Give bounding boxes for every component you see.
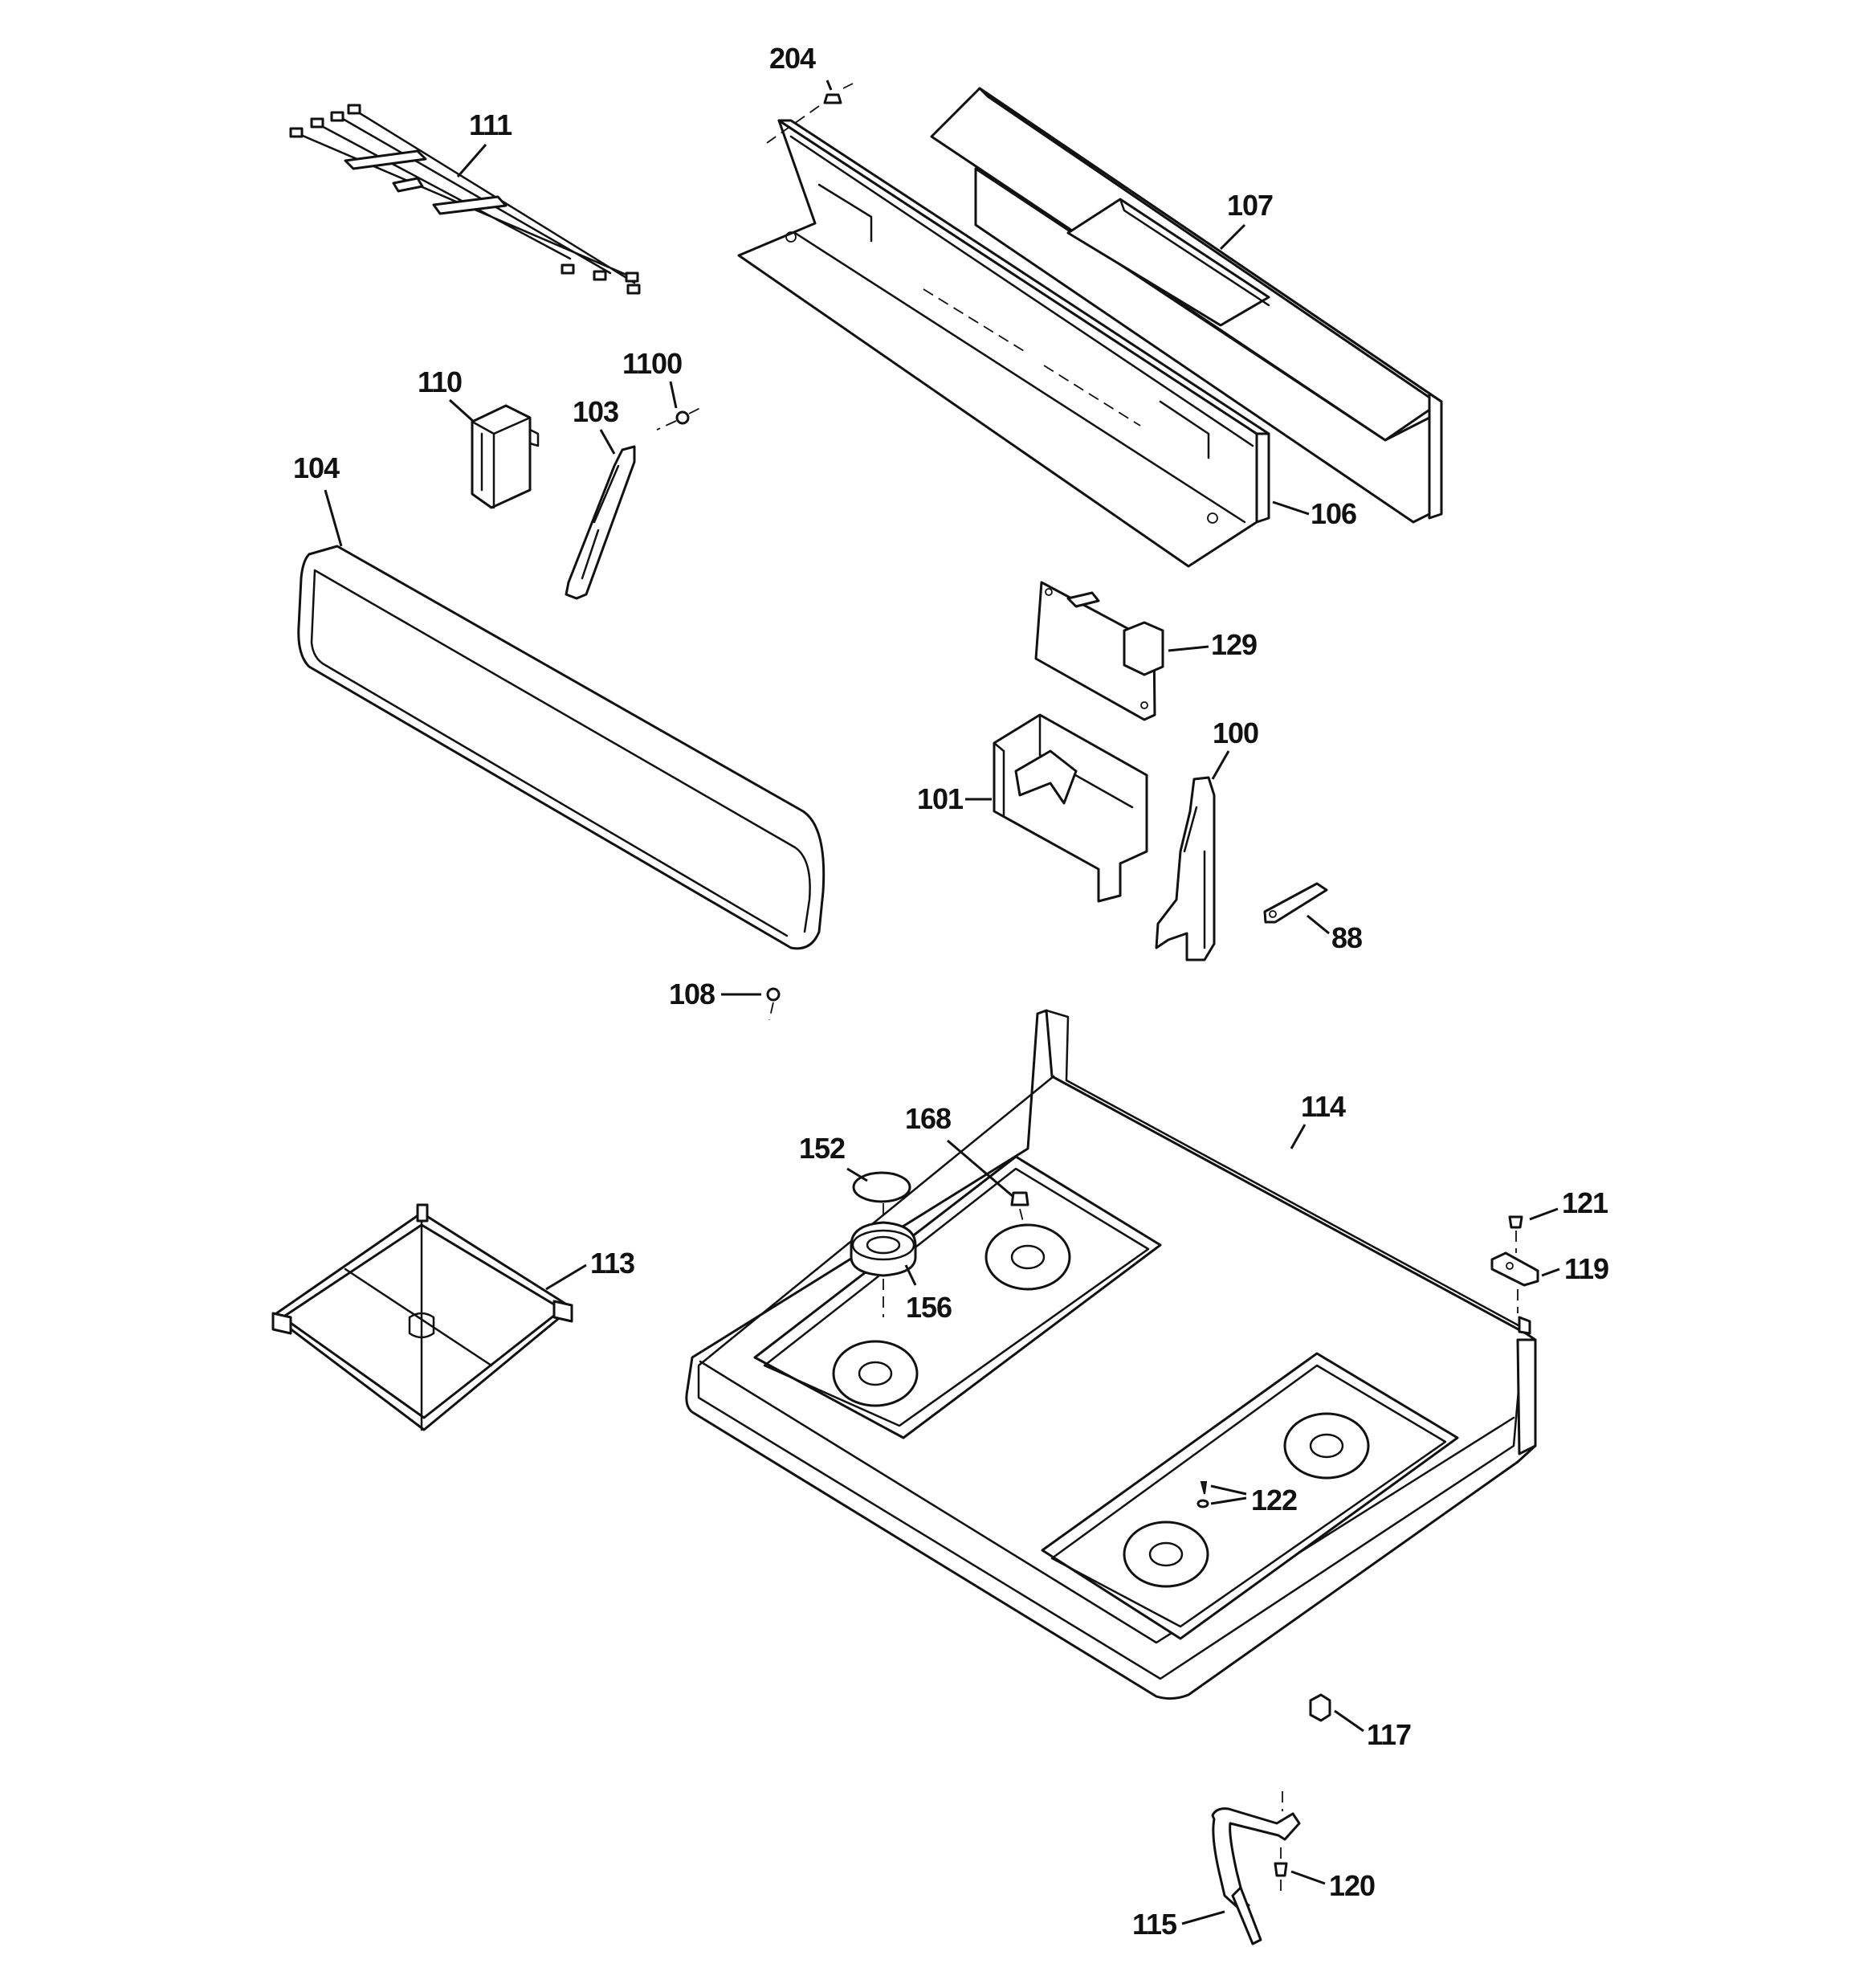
callout-204: 204 (769, 42, 816, 75)
part-111-wire-harness (289, 104, 641, 295)
callout-107: 107 (1227, 189, 1273, 222)
part-88-clip (1263, 882, 1328, 924)
callout-108: 108 (669, 978, 715, 1010)
callout-119: 119 (1564, 1252, 1608, 1285)
callout-168: 168 (905, 1102, 951, 1135)
nut-117 (1309, 1693, 1331, 1722)
part-110-spark-module (471, 404, 540, 509)
callout-121: 121 (1562, 1186, 1608, 1219)
callout-101: 101 (917, 782, 964, 815)
part-156-burner-head (850, 1203, 917, 1317)
callout-152: 152 (799, 1132, 845, 1165)
callout-129: 129 (1211, 628, 1257, 661)
callout-labels: 204 111 107 1100 110 103 104 106 129 100… (293, 42, 1609, 1941)
part-114-cooktop (685, 1009, 1537, 1700)
part-106-back-panel (737, 119, 1270, 568)
screw-108 (766, 987, 781, 1021)
callout-1100: 1100 (622, 347, 682, 380)
part-129-control-board (1034, 581, 1164, 721)
callout-115: 115 (1132, 1908, 1177, 1941)
callout-88: 88 (1331, 921, 1362, 954)
screw-120 (1274, 1847, 1288, 1896)
part-119-bracket (1490, 1251, 1539, 1313)
part-104-control-panel (297, 545, 826, 950)
callout-114: 114 (1301, 1090, 1346, 1123)
callout-104: 104 (293, 451, 340, 484)
callout-111: 111 (469, 108, 512, 141)
callout-113: 113 (590, 1247, 634, 1280)
screw-204 (766, 83, 854, 144)
part-101-bracket (993, 713, 1148, 903)
callout-156: 156 (906, 1291, 952, 1324)
part-113-burner-grate (271, 1203, 573, 1431)
screw-1100 (656, 407, 701, 431)
callout-117: 117 (1367, 1718, 1411, 1751)
callout-110: 110 (418, 365, 462, 398)
part-115-gas-tube (1211, 1791, 1301, 1945)
part-103-bracket (565, 445, 636, 600)
leader-lines (324, 80, 1560, 1925)
screw-121 (1508, 1215, 1523, 1253)
callout-100: 100 (1213, 716, 1258, 749)
callout-122: 122 (1251, 1484, 1297, 1517)
part-107-rear-cover (930, 87, 1443, 524)
screws-122 (1196, 1481, 1209, 1508)
callout-120: 120 (1329, 1869, 1375, 1902)
callout-103: 103 (573, 395, 618, 428)
callout-106: 106 (1311, 497, 1356, 530)
part-168-orifice (1010, 1191, 1029, 1226)
part-100-bracket (1155, 776, 1216, 961)
